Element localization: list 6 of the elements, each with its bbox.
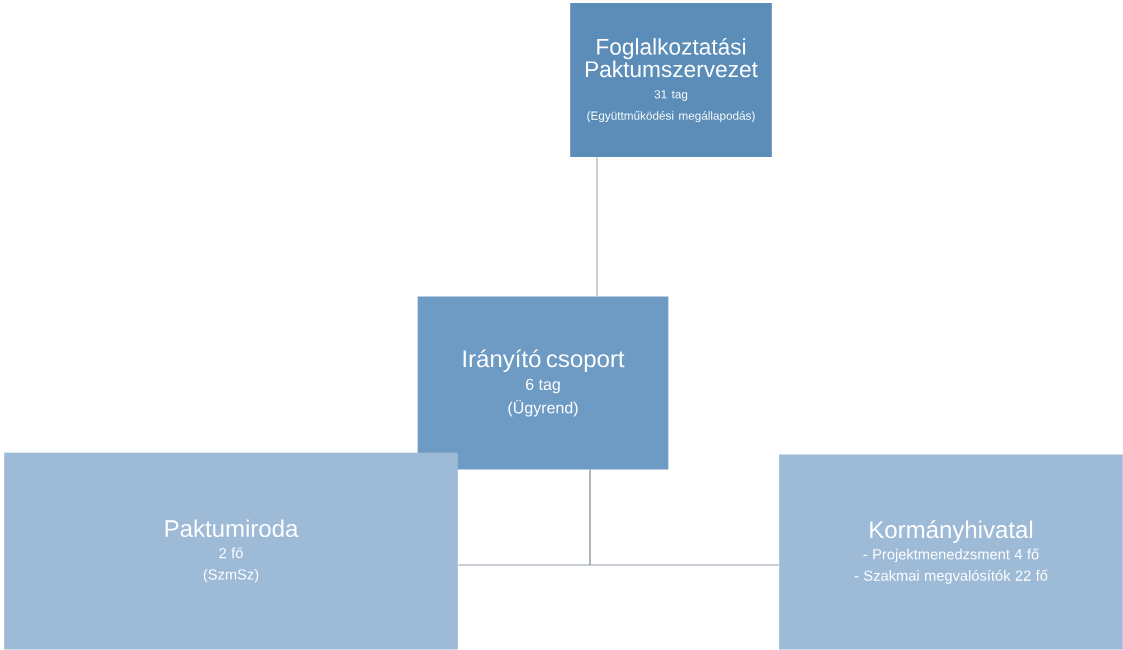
org-box: Kormányhivatal - Projektmenedzsment 4 fő - Szakmai megvalósítók 22 fő bbox=[779, 454, 1123, 650]
connector-line bbox=[589, 469, 780, 566]
connector-line bbox=[596, 156, 598, 297]
org-box: Foglalkoztatási Paktumszervezet 31 tag (Együttműködési megállapodás) bbox=[570, 3, 772, 157]
org-box: Paktumiroda 2 fő (SzmSz) bbox=[4, 452, 458, 650]
org-box: Irányító csoport 6 tag (Ügyrend) bbox=[417, 296, 669, 470]
